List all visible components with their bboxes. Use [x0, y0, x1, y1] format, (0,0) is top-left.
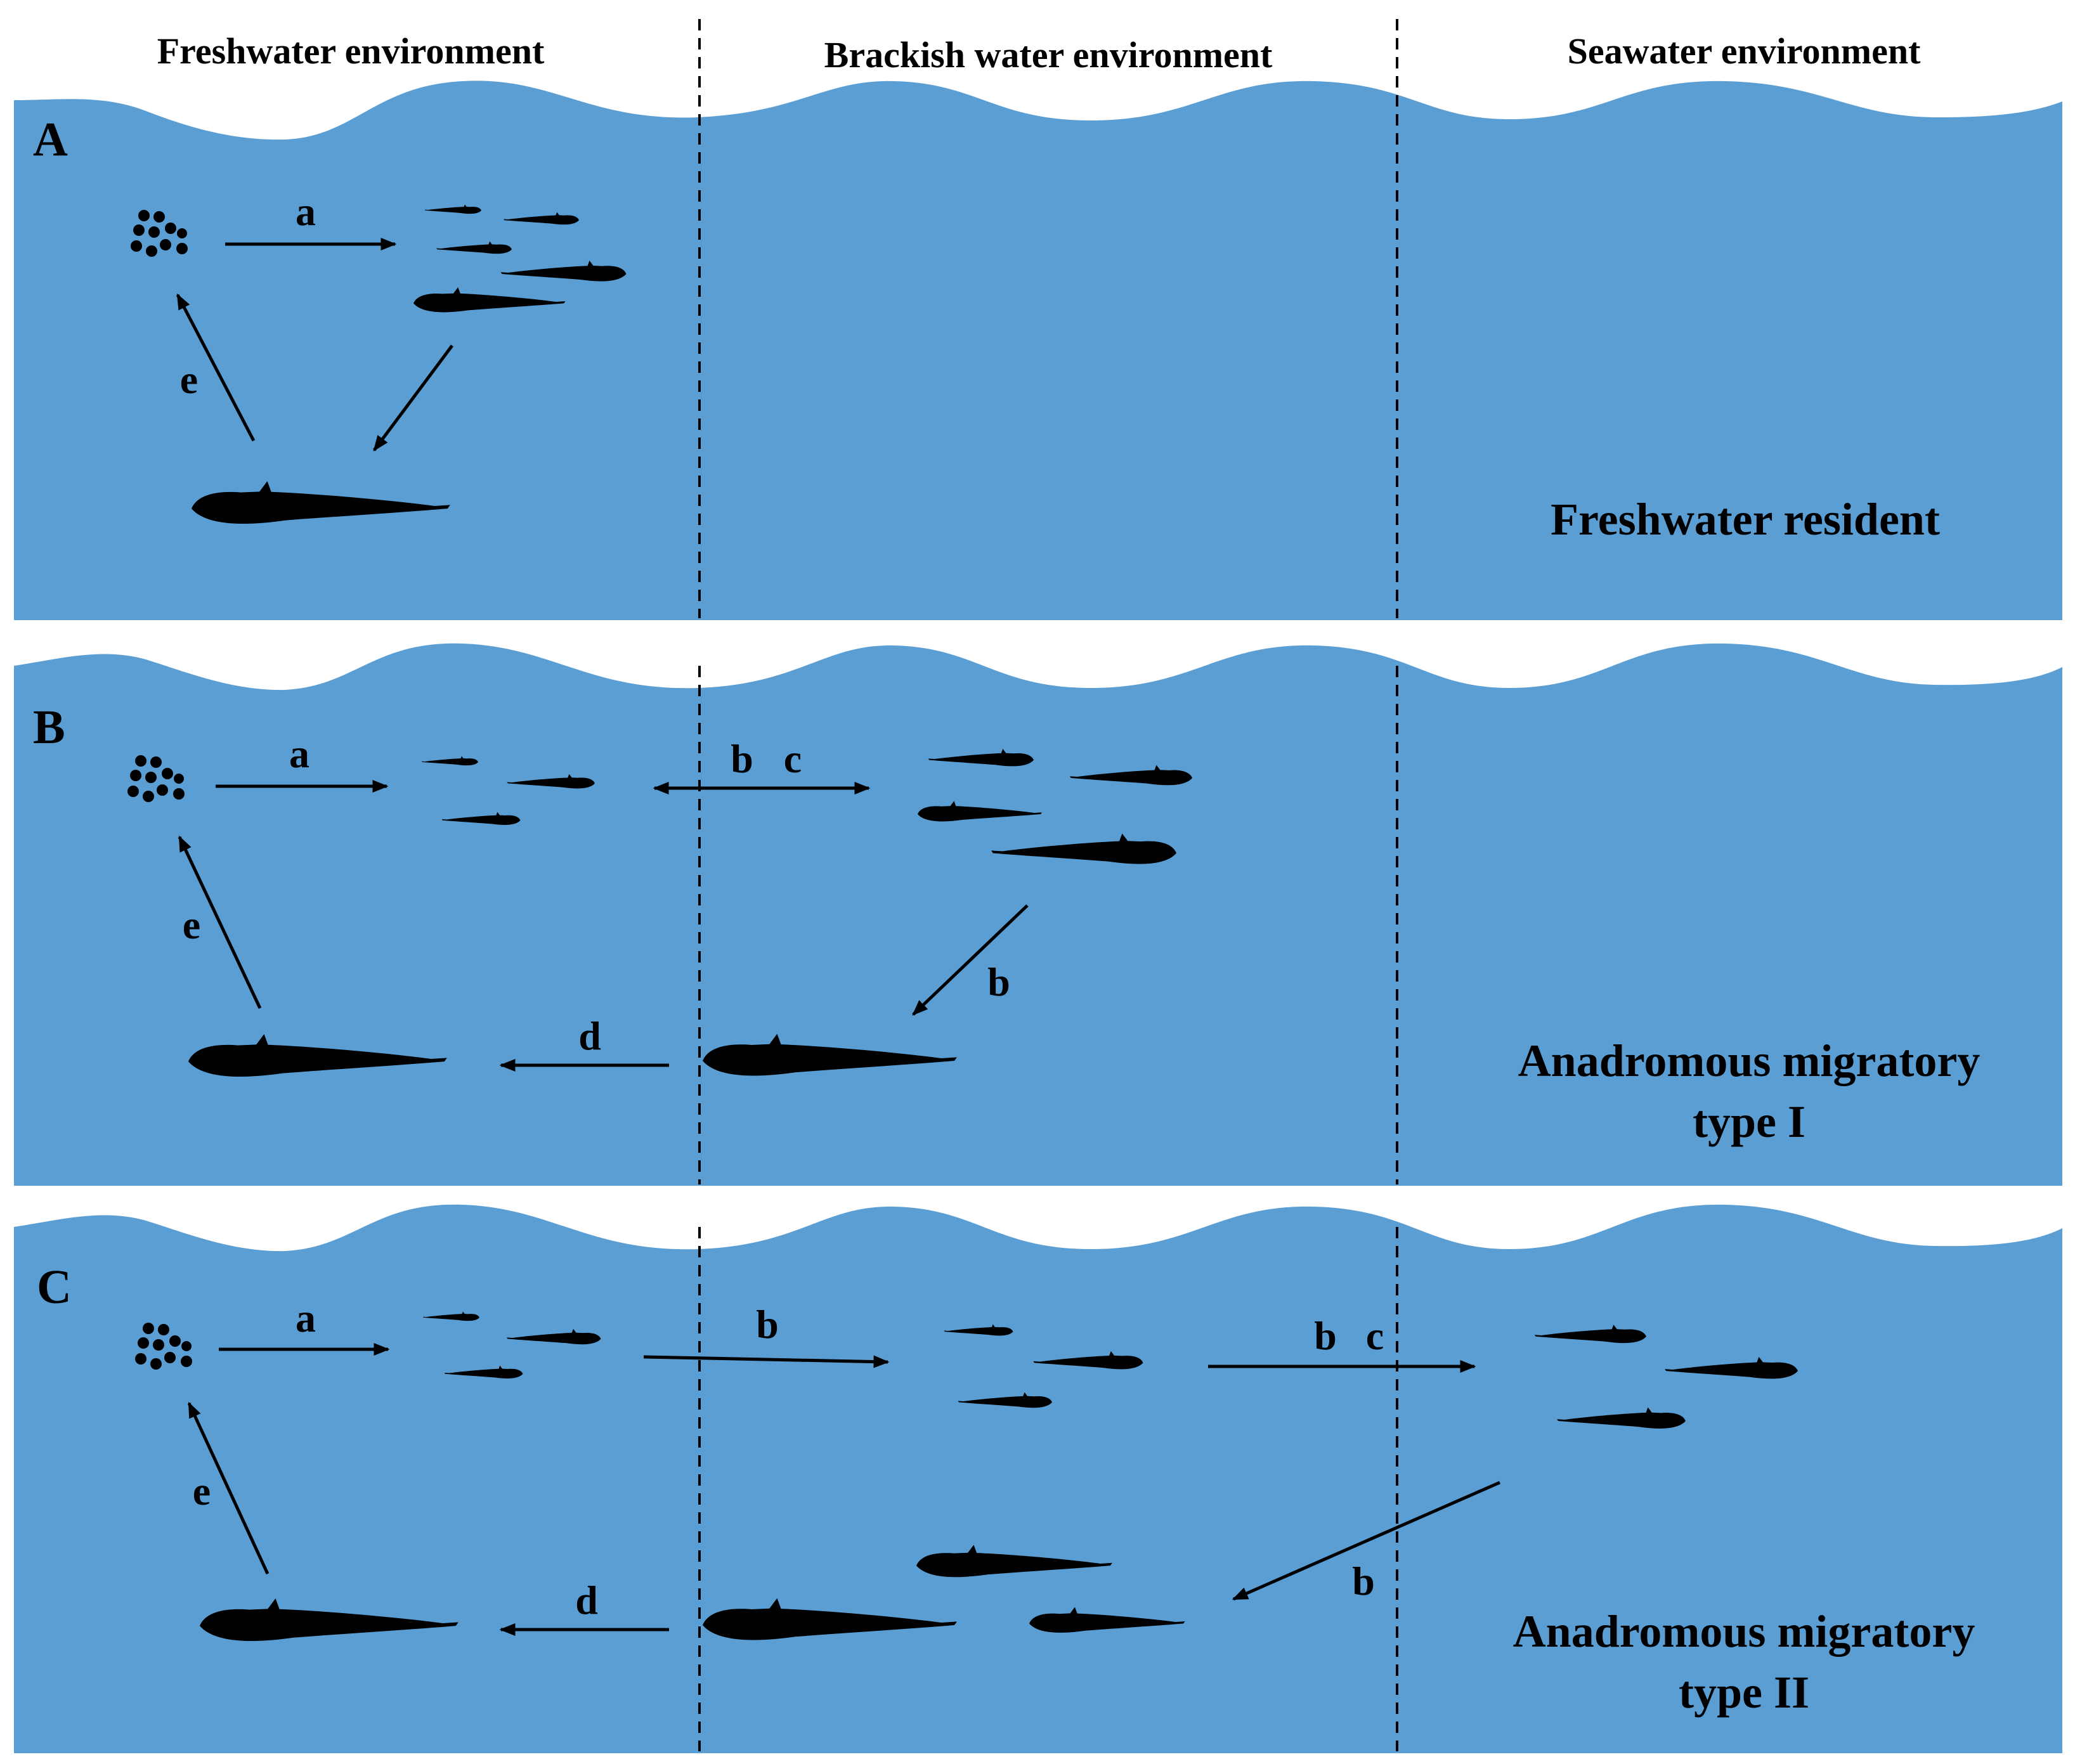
arrow-label-a: a — [296, 189, 316, 234]
arrow-label-b: b — [1352, 1559, 1375, 1604]
arrow-label-c: c — [784, 736, 802, 781]
water-panel-b — [14, 643, 2062, 1186]
arrow-label-a: a — [289, 731, 309, 776]
water-panel-c — [14, 1204, 2062, 1753]
arrow-to-brackish — [643, 1355, 890, 1368]
water-panel-a — [14, 81, 2062, 620]
arrow-sea-to-brackish — [1232, 1481, 1501, 1601]
arrow-to-adult — [912, 904, 1029, 1016]
arrow-label-e: e — [180, 357, 198, 402]
arrow-label-d: d — [575, 1578, 598, 1623]
panel-a: Freshwater environment Brackish water en… — [14, 19, 2062, 620]
panel-caption-line-2: type II — [1679, 1667, 1809, 1718]
env-label-seawater: Seawater environment — [1568, 30, 1922, 72]
panel-letter: A — [33, 113, 68, 166]
arrow-label-b: b — [1314, 1313, 1337, 1358]
env-label-brackish: Brackish water environment — [824, 34, 1273, 75]
panel-caption-line-1: Freshwater resident — [1551, 494, 1940, 545]
panel-letter: B — [33, 701, 65, 754]
panel-caption-line-2: type I — [1693, 1096, 1805, 1147]
arrow-label-e: e — [183, 902, 200, 947]
env-label-freshwater: Freshwater environment — [157, 30, 545, 72]
panel-caption-line-1: Anadromous migratory — [1518, 1035, 1981, 1086]
arrow-label-b: b — [987, 959, 1010, 1004]
arrow-larvae-to-adult — [372, 344, 454, 452]
arrow-label-a: a — [296, 1295, 316, 1340]
arrow-adult-to-eggs — [176, 293, 256, 442]
panel-caption-line-1: Anadromous migratory — [1513, 1606, 1975, 1657]
arrow-adult-to-eggs — [178, 835, 262, 1009]
arrow-label-b: b — [731, 736, 753, 781]
panel-b: B a b c b d e Anadromous migratory type … — [14, 643, 2062, 1186]
panel-letter: C — [37, 1261, 72, 1314]
panel-c: C a b b c b d e Anadromous migratory typ… — [14, 1204, 2062, 1753]
arrow-label-b: b — [756, 1302, 779, 1347]
arrow-adult-to-eggs — [187, 1401, 270, 1575]
arrow-label-c: c — [1366, 1313, 1384, 1358]
arrow-label-d: d — [578, 1013, 601, 1058]
arrow-label-e: e — [193, 1469, 211, 1514]
